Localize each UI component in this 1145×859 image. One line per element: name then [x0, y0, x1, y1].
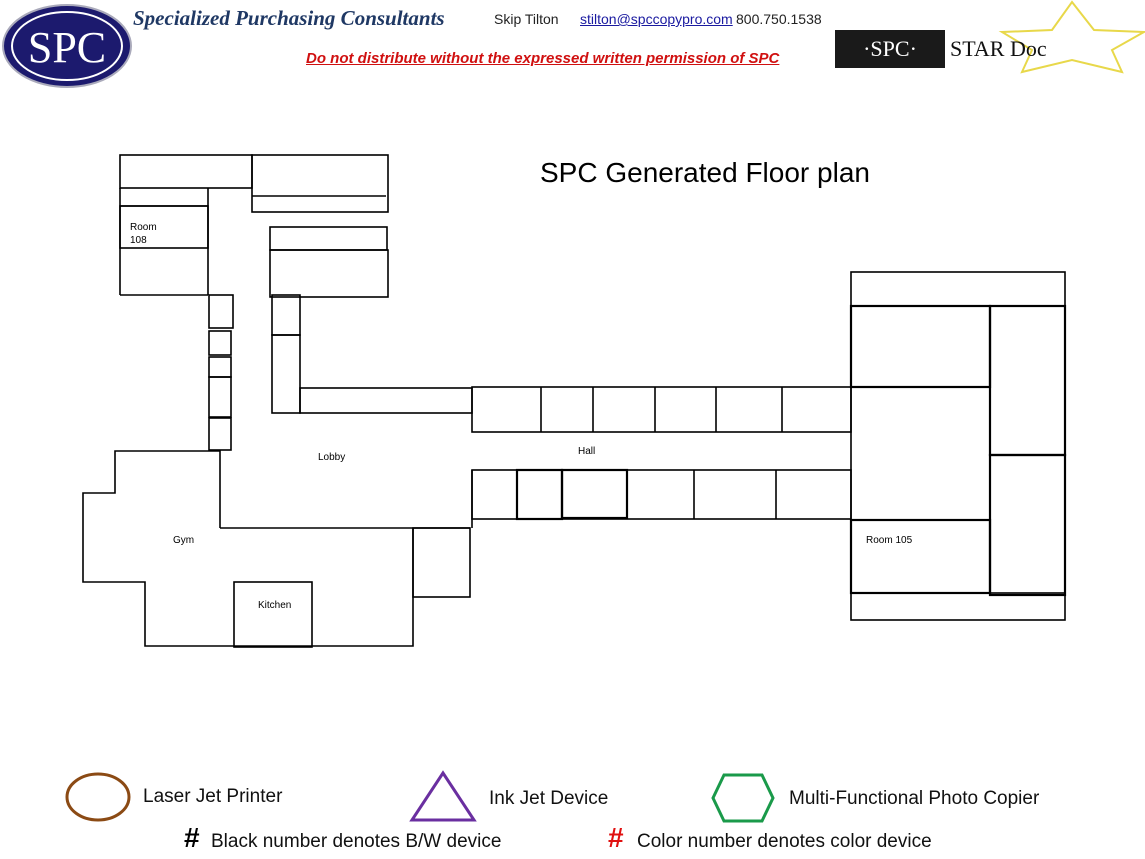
legend-shapes	[65, 770, 775, 823]
room-block	[119, 154, 253, 189]
room-105	[849, 518, 992, 595]
laser-jet-circle-icon	[65, 772, 131, 822]
kitchen	[233, 581, 313, 648]
floor-plan-title: SPC Generated Floor plan	[540, 157, 870, 188]
svg-text:STAR Doc: STAR Doc	[950, 36, 1047, 61]
legend-mfp-label: Multi-Functional Photo Copier	[789, 788, 1040, 809]
company-name: Specialized Purchasing Consultants	[133, 6, 445, 30]
room-block	[269, 226, 388, 251]
room-105-label: Room 105	[866, 535, 913, 546]
hall-label: Hall	[578, 446, 596, 457]
star-doc-logo: ·SPC· STAR Doc	[835, 0, 1145, 74]
gym-label: Gym	[173, 535, 195, 546]
legend-laser-label: Laser Jet Printer	[143, 786, 283, 807]
lobby-label: Lobby	[318, 452, 346, 463]
legend-bw-label: Black number denotes B/W device	[211, 831, 502, 852]
contact-phone: 800.750.1538	[736, 11, 822, 27]
spc-logo: SPC	[2, 4, 132, 88]
corridor	[299, 387, 473, 414]
room-108-label: Room	[130, 222, 157, 233]
svg-text:·SPC·: ·SPC·	[863, 36, 917, 61]
room-block	[269, 249, 389, 298]
ink-jet-triangle-icon	[409, 770, 477, 822]
bw-number-symbol: #	[184, 822, 200, 853]
legend-color-label: Color number denotes color device	[637, 831, 932, 852]
svg-text:SPC: SPC	[28, 23, 106, 72]
contact-email-link[interactable]: stilton@spccopypro.com	[580, 11, 733, 27]
room-108-number: 108	[130, 235, 147, 246]
kitchen-label: Kitchen	[258, 600, 292, 611]
mfp-hexagon-icon	[711, 773, 775, 823]
distribution-warning: Do not distribute without the expressed …	[306, 50, 780, 67]
color-number-symbol: #	[608, 822, 624, 853]
contact-name: Skip Tilton	[494, 11, 559, 27]
legend-inkjet-label: Ink Jet Device	[489, 788, 609, 809]
room-block	[251, 154, 389, 213]
floor-plan-drawing	[82, 154, 1067, 648]
